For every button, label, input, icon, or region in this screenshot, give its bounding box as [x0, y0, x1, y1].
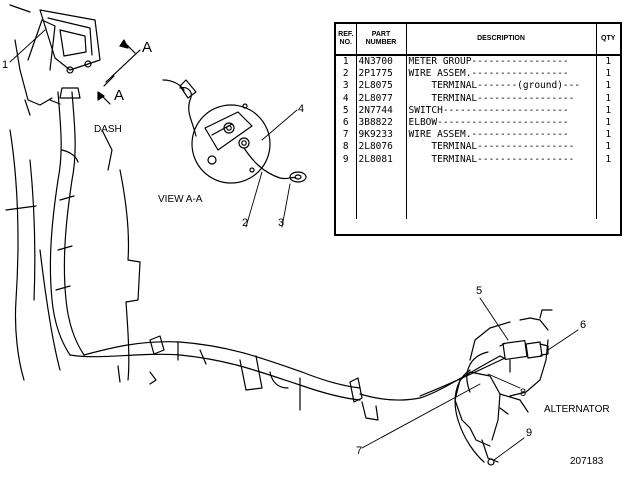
ref-cell: 9 [336, 153, 357, 166]
description-cell: WIRE ASSEM.----------------- [406, 68, 597, 81]
part-cell: 2N7744 [356, 104, 407, 117]
callout-6: 6 [580, 319, 587, 331]
header-part-number: PART NUMBER [356, 24, 407, 56]
section-arrows [97, 39, 141, 105]
part-cell: 4N3700 [356, 55, 407, 69]
dash-label: DASH [94, 124, 122, 135]
section-label-a-top: A [142, 39, 153, 56]
callout-5: 5 [476, 285, 483, 297]
header-description: DESCRIPTION [406, 24, 597, 56]
callout-9: 9 [526, 427, 533, 439]
switch-wiring [419, 351, 506, 463]
part-cell: 2P1775 [356, 68, 407, 81]
alternator-label: ALTERNATOR [544, 404, 610, 415]
parts-table-header: REF. NO. PART NUMBER DESCRIPTION QTY [336, 24, 620, 56]
part-cell: 9K9233 [356, 129, 407, 142]
header-qty: QTY [596, 24, 620, 56]
part-cell: 2L8081 [356, 153, 407, 166]
qty-cell: 1 [605, 56, 612, 68]
figure-number: 207183 [570, 456, 604, 467]
header-ref-no: REF. NO. [336, 24, 357, 56]
description-cell: TERMINAL----------------- [406, 92, 597, 105]
callout-2: 2 [242, 217, 249, 229]
description-cell: SWITCH---------------------- [406, 104, 597, 117]
section-label-a-bottom: A [114, 87, 125, 104]
switch-illustration [499, 339, 549, 361]
description-cell: METER GROUP----------------- [406, 55, 597, 69]
callout-3: 3 [278, 217, 285, 229]
part-cell: 2L8076 [356, 141, 407, 154]
callout-7: 7 [356, 445, 363, 457]
qty-cell: 1 [605, 92, 612, 104]
alternator-illustration [454, 309, 553, 466]
description-cell: TERMINAL-------(ground)--- [406, 80, 597, 93]
qty-cell: 1 [605, 104, 612, 116]
ref-cell: 4 [336, 92, 357, 105]
callout-1: 1 [2, 59, 9, 71]
ref-cell: 1 [336, 55, 357, 69]
description-cell: TERMINAL----------------- [406, 153, 597, 166]
qty-cell: 1 [605, 141, 612, 153]
table-filler-row [336, 165, 620, 219]
ref-cell: 2 [336, 68, 357, 81]
qty-cell: 1 [605, 68, 612, 80]
callout-4: 4 [298, 103, 305, 115]
ref-cell: 3 [336, 80, 357, 93]
dash-harness [5, 87, 141, 381]
description-cell: ELBOW----------------------- [406, 116, 597, 130]
main-harness [69, 335, 501, 421]
ref-cell: 6 [336, 116, 357, 130]
part-cell: 2L8075 [356, 80, 407, 93]
view-aa-label: VIEW A-A [158, 194, 203, 205]
ref-cell: 7 [336, 129, 357, 142]
part-cell: 3B8822 [356, 116, 407, 130]
meter-group-illustration [9, 4, 101, 116]
ref-cell: 5 [336, 104, 357, 117]
description-cell: TERMINAL----------------- [406, 141, 597, 154]
qty-cell: 1 [605, 80, 612, 92]
callout-8: 8 [520, 387, 527, 399]
qty-cell: 1 [605, 153, 612, 165]
ref-cell: 8 [336, 141, 357, 154]
view-aa-gauge [162, 79, 307, 184]
qty-cell: 1 [605, 117, 612, 129]
qty-cell: 1 [605, 129, 612, 141]
part-cell: 2L8077 [356, 92, 407, 105]
description-cell: WIRE ASSEM.----------------- [406, 129, 597, 142]
leader-lines [9, 29, 579, 461]
